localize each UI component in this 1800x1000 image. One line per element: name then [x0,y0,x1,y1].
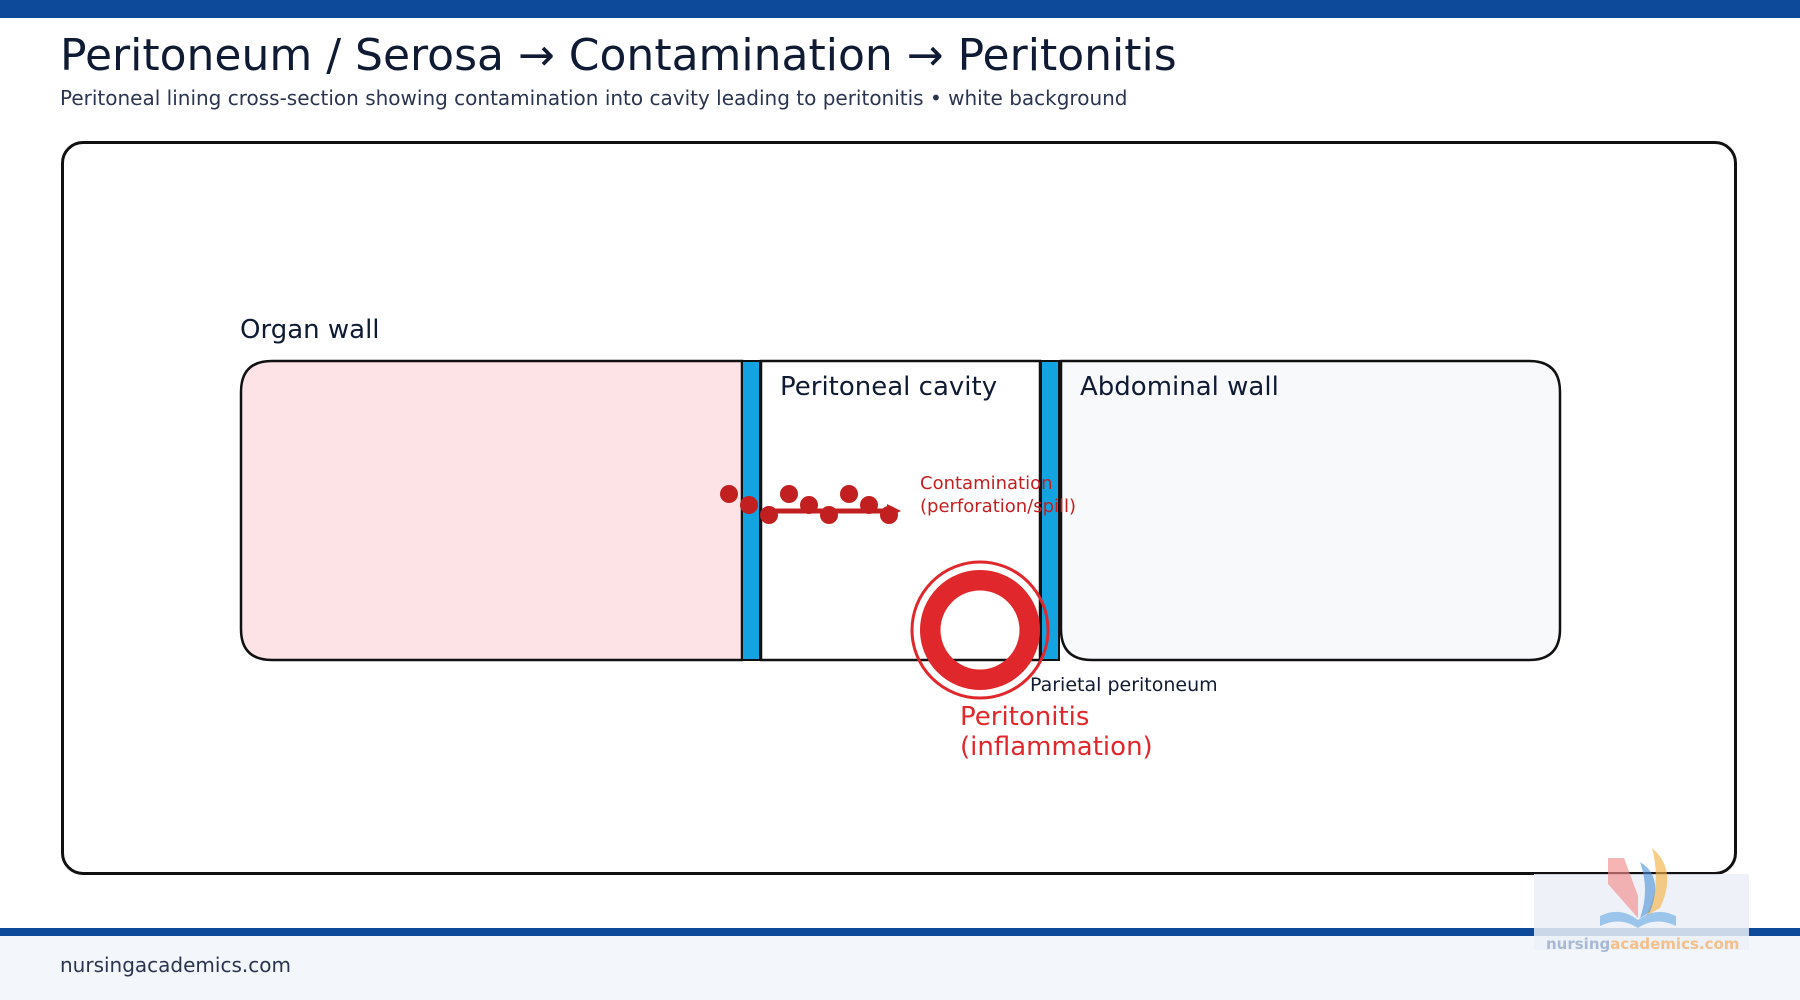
contaminant-particle [740,496,758,514]
watermark-part-nursing: nursing [1546,935,1611,953]
abdominal-wall [1059,359,1562,662]
contaminant-particle [720,485,738,503]
parietal-peritoneum-layer [1040,360,1060,661]
footer-site: nursingacademics.com [60,953,291,977]
contamination-sublabel: (perforation/spill) [920,496,1076,517]
top-accent-bar [0,0,1800,18]
contaminant-particle [780,485,798,503]
contaminant-particle [840,485,858,503]
inflammation-ring-middle [920,570,1040,690]
footer [0,936,1800,1000]
peritonitis-sublabel: (inflammation) [960,732,1153,762]
abdominal-wall-label: Abdominal wall [1080,372,1279,402]
contaminant-particle [820,506,838,524]
contaminant-particle [860,496,878,514]
peritoneal-cavity-label: Peritoneal cavity [780,372,997,402]
watermark-band [1534,874,1749,950]
contamination-spill [720,485,901,524]
watermark-text: nursingacademics.com [1546,935,1739,953]
contaminant-particle [800,496,818,514]
page-title: Peritoneum / Serosa → Contamination → Pe… [60,30,1177,81]
page-subtitle: Peritoneal lining cross-section showing … [60,86,1128,110]
contamination-label: Contamination [920,473,1053,494]
contaminant-particle [880,506,898,524]
inflammation-ring-outer [910,560,1050,700]
peritonitis-inflammation [910,560,1050,700]
parietal-peritoneum-label: Parietal peritoneum [1030,674,1218,696]
peritonitis-label: Peritonitis [960,702,1089,732]
academic-book-logo-icon [1600,848,1676,928]
inflammation-ring-inner [927,577,1033,683]
organ-wall [239,359,744,662]
footer-rule [0,928,1800,936]
contaminant-particle [760,506,778,524]
organ-wall-label: Organ wall [240,315,380,345]
watermark-part-academics: academics.com [1610,935,1740,953]
